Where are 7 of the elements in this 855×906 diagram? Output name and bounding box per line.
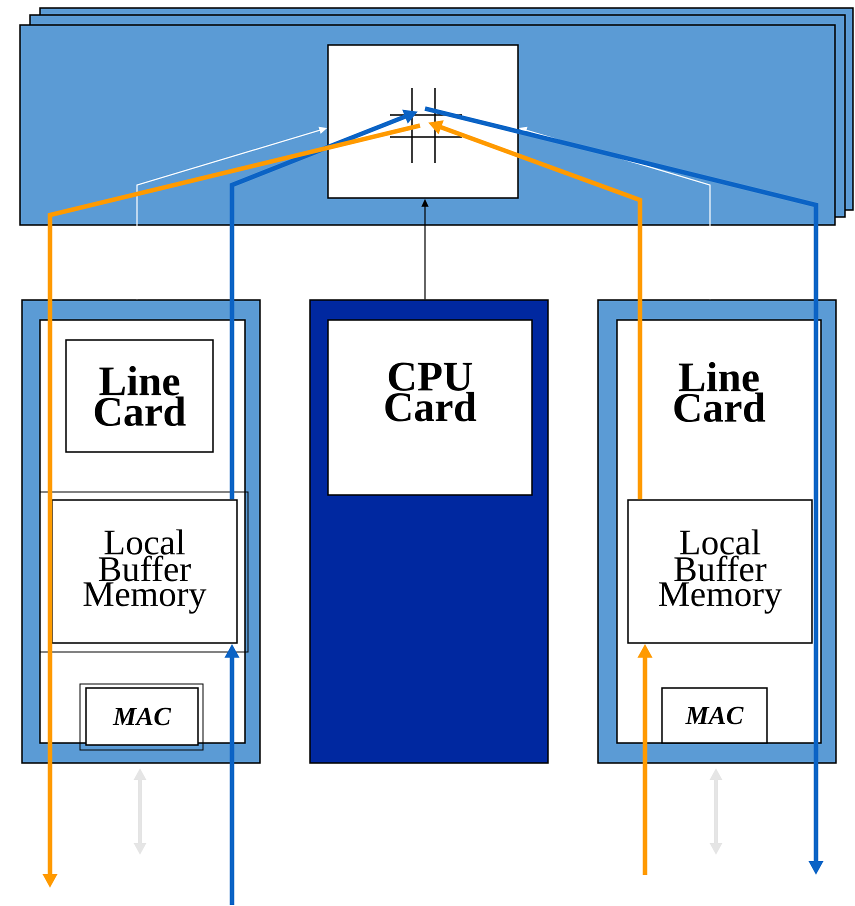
mac-box: MAC <box>661 687 768 744</box>
cpu-label-box: CPU Card <box>327 319 533 496</box>
mac-box: MAC <box>80 684 204 750</box>
buffer-memory-box: Local Buffer Memory <box>627 499 813 644</box>
crossbar-box <box>327 44 519 199</box>
label-box: Line Card <box>65 339 214 453</box>
buffer-memory-box: Local Buffer Memory <box>40 492 248 652</box>
